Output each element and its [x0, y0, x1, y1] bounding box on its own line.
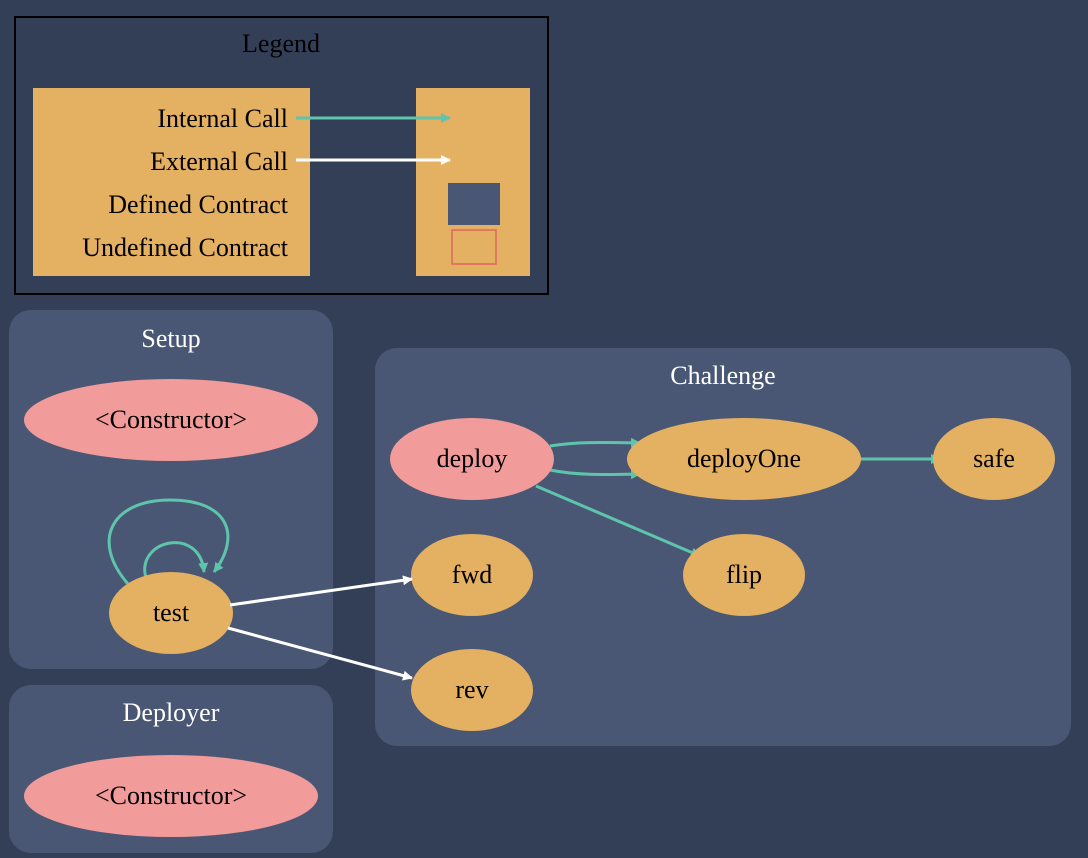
edge-deploy-deployone-2	[549, 468, 641, 480]
legend-internal-call-label: Internal Call	[157, 104, 288, 133]
edge-test-fwd	[229, 575, 413, 607]
legend: Legend Internal Call External Call Defin…	[14, 16, 549, 295]
legend-title: Legend	[242, 29, 320, 58]
node-deployer-constructor-label: <Constructor>	[95, 781, 247, 810]
node-flip-label: flip	[726, 560, 762, 589]
node-safe-label: safe	[973, 444, 1015, 473]
edge-test-self-outer	[107, 498, 230, 585]
node-deployone[interactable]	[627, 418, 861, 500]
legend-undefined-swatch	[451, 229, 497, 265]
node-deploy-label: deploy	[437, 444, 508, 473]
node-rev[interactable]	[411, 649, 533, 731]
legend-undefined-contract-label: Undefined Contract	[82, 233, 289, 262]
node-setup-constructor-label: <Constructor>	[95, 405, 247, 434]
node-test[interactable]	[109, 572, 233, 654]
node-fwd[interactable]	[411, 534, 533, 616]
node-setup-constructor[interactable]	[24, 379, 318, 461]
cluster-deployer: Deployer <Constructor>	[9, 685, 333, 853]
cluster-setup-title: Setup	[141, 324, 200, 353]
node-fwd-label: fwd	[452, 560, 492, 589]
legend-frame	[14, 16, 549, 295]
node-deployone-label: deployOne	[687, 444, 801, 473]
edge-test-rev	[227, 626, 413, 681]
node-safe[interactable]	[933, 418, 1055, 500]
cluster-deployer-title: Deployer	[123, 698, 220, 727]
node-rev-label: rev	[455, 675, 488, 704]
cluster-challenge: Challenge deploy deployOne safe fwd flip…	[375, 348, 1071, 746]
legend-defined-swatch	[448, 183, 500, 225]
legend-defined-contract-label: Defined Contract	[108, 190, 289, 219]
edge-deploy-deployone-1	[549, 437, 641, 448]
legend-external-call-label: External Call	[150, 147, 288, 176]
legend-label-cell	[33, 88, 310, 276]
node-test-label: test	[153, 598, 190, 627]
legend-key-cell	[416, 88, 530, 276]
node-flip[interactable]	[683, 534, 805, 616]
cluster-challenge-title: Challenge	[670, 361, 775, 390]
edge-deploy-flip	[535, 484, 701, 558]
node-deployer-constructor[interactable]	[24, 755, 318, 837]
cluster-setup: Setup <Constructor> test	[9, 310, 333, 669]
node-deploy[interactable]	[390, 418, 554, 500]
edge-test-self-inner	[143, 541, 209, 579]
